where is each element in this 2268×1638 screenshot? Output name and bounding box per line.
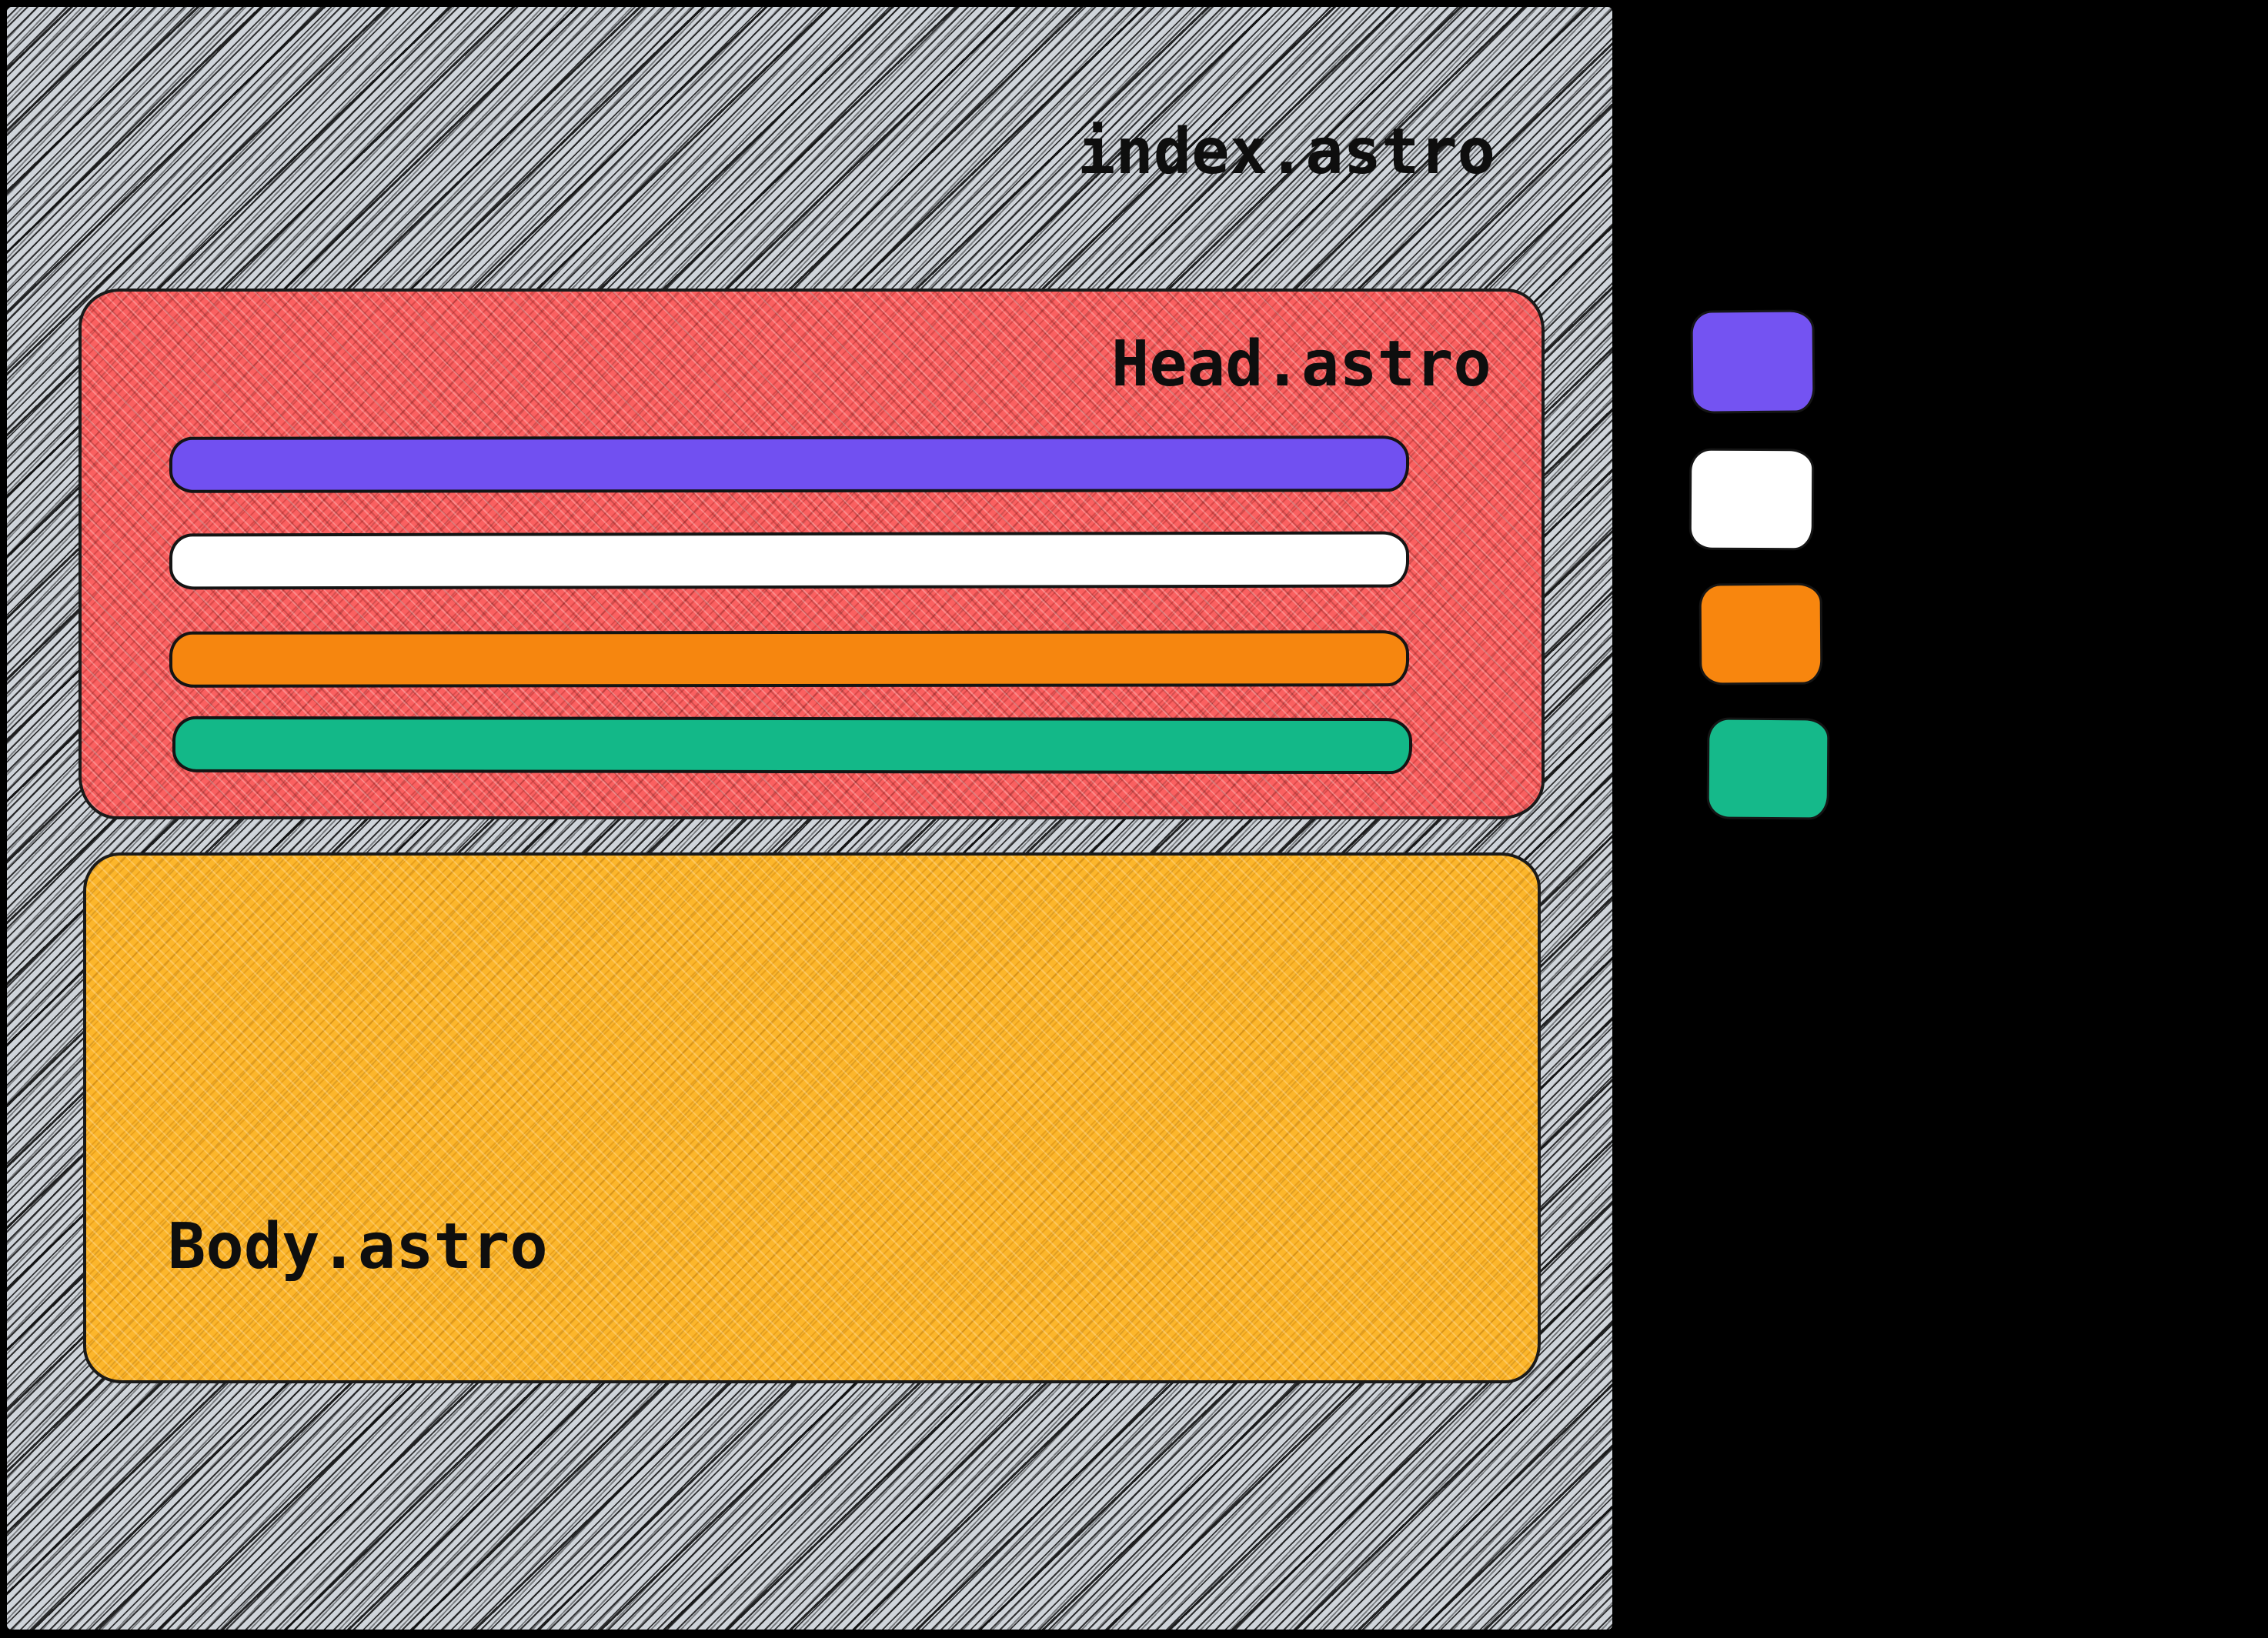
head-slot-bar-violet: [169, 435, 1410, 493]
index-astro-page: index.astro Head.astro Body.astro: [7, 7, 1612, 1630]
head-slot-bar-orange: [169, 630, 1410, 688]
legend-swatch-violet: [1690, 309, 1815, 414]
head-astro-box: Head.astro: [78, 289, 1545, 819]
legend-swatch-white: [1688, 448, 1815, 551]
head-astro-label: Head.astro: [1111, 328, 1491, 401]
legend-swatch-green: [1706, 717, 1830, 820]
body-astro-box: Body.astro: [83, 852, 1541, 1383]
index-astro-label: index.astro: [1077, 115, 1496, 188]
legend-swatch-orange: [1698, 582, 1823, 686]
body-astro-label: Body.astro: [168, 1210, 548, 1283]
head-slot-bar-white: [169, 531, 1410, 590]
head-slot-bar-green: [172, 716, 1413, 775]
